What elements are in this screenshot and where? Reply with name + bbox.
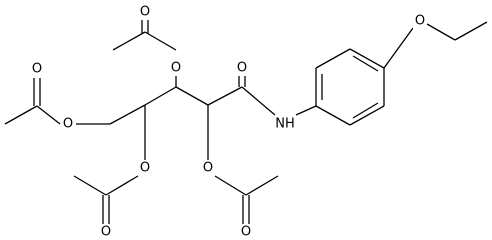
bond-acetate-ester-left bbox=[36, 105, 61, 125]
atom-label-o: O bbox=[63, 117, 73, 132]
atom-label-o: O bbox=[203, 161, 213, 176]
bond-chain-c4-c5 bbox=[109, 104, 146, 125]
atom-label-o: O bbox=[237, 61, 247, 76]
bond-ring-5 bbox=[349, 105, 385, 126]
bond-ring-2 bbox=[315, 48, 351, 69]
atom-label-o: O bbox=[241, 225, 251, 239]
atom-nh-amide: NH bbox=[275, 116, 295, 132]
bond-chain-c3-c2 bbox=[175, 86, 209, 106]
atom-label-o: O bbox=[171, 61, 181, 76]
bond-ring-inner-3 bbox=[352, 102, 379, 119]
bond-amide-n-ring bbox=[295, 105, 317, 116]
atom-o-ester-c5: O bbox=[61, 116, 75, 132]
atom-o-carbonyl-bottom-left: O bbox=[99, 224, 113, 238]
atom-label-o: O bbox=[415, 14, 425, 29]
atom-o-ester-c4: O bbox=[138, 160, 152, 176]
bond-acetate-ester-bl bbox=[105, 175, 139, 196]
bond-ring-6 bbox=[315, 105, 351, 126]
atom-label-layer: O O O O O O NH bbox=[30, 4, 427, 238]
atom-o-carbonyl-bottom-right: O bbox=[239, 224, 253, 238]
atom-o-ester-c3: O bbox=[169, 60, 183, 76]
bond-ethoxy-ch2-ch3 bbox=[454, 21, 488, 41]
atom-label-o: O bbox=[32, 62, 42, 77]
atom-label-o: O bbox=[101, 225, 111, 239]
bond-acetate-methyl-br bbox=[245, 175, 279, 196]
atom-label-o: O bbox=[140, 161, 150, 176]
bond-acetate-methyl-left bbox=[4, 105, 38, 125]
atom-o-carbonyl-top: O bbox=[138, 4, 152, 20]
bond-acetate-ester-top bbox=[144, 31, 177, 51]
bond-ethoxy-ring-o bbox=[383, 27, 414, 69]
bond-ring-inner-2 bbox=[352, 55, 379, 72]
bond-chain-c3-c4 bbox=[144, 86, 177, 106]
atom-o-carbonyl-left: O bbox=[30, 61, 44, 77]
atom-label-nh: NH bbox=[275, 117, 295, 132]
bond-layer bbox=[4, 20, 488, 224]
atom-o-ethoxy: O bbox=[413, 13, 427, 29]
atom-label-o: O bbox=[140, 5, 150, 20]
bond-ring-3 bbox=[349, 48, 385, 69]
bond-acetate-ester-br bbox=[214, 175, 247, 196]
bond-ethoxy-o-ch2 bbox=[426, 23, 456, 41]
bond-acetate-methyl-bl bbox=[73, 175, 107, 196]
bond-acetate-methyl-top bbox=[112, 31, 146, 51]
bond-chain-c2-c1 bbox=[207, 86, 243, 106]
atom-o-amide: O bbox=[235, 60, 249, 76]
atom-o-ester-c2: O bbox=[201, 160, 215, 176]
bond-amide-c-n bbox=[241, 86, 276, 116]
